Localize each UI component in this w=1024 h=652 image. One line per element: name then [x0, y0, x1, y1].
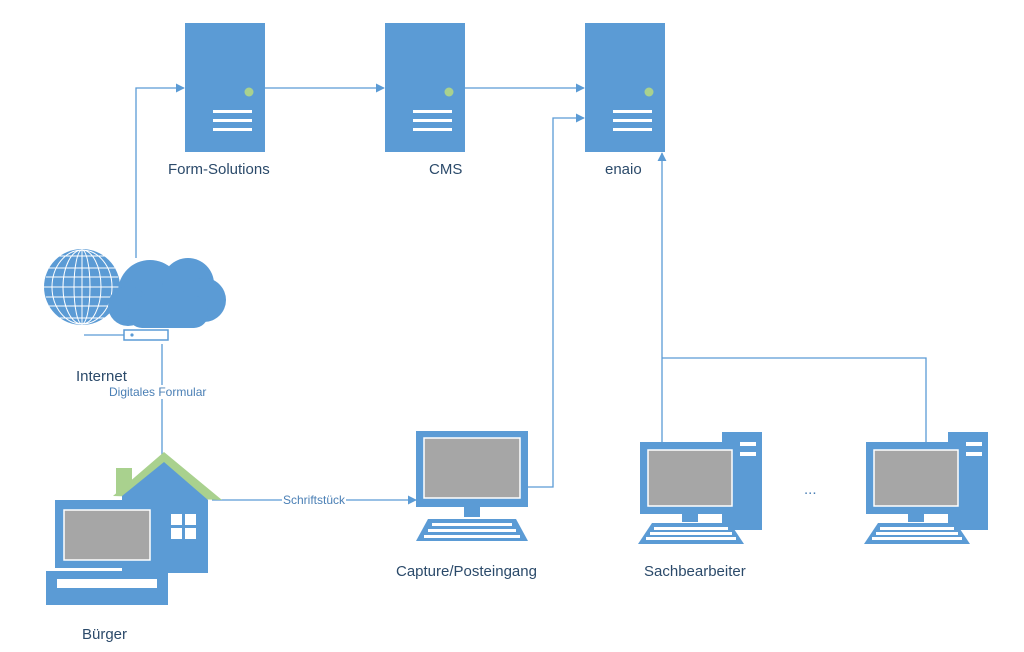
server-cms-icon — [385, 23, 465, 152]
label-enaio: enaio — [605, 161, 642, 178]
label-cms: CMS — [429, 161, 463, 178]
edge-internet-to-form-solutions — [135, 83, 185, 258]
server-form-solutions-icon — [185, 23, 265, 152]
server-enaio-icon — [585, 23, 665, 152]
edge-label-digitales-formular: Digitales Formular — [108, 385, 208, 399]
capture-computer-icon — [416, 431, 528, 541]
edge-capture-to-enaio — [528, 113, 585, 488]
workstation-1-icon — [638, 432, 762, 544]
workstation-2-icon — [864, 432, 988, 544]
ellipsis-more-workstations: ... — [804, 481, 817, 498]
edge-label-schriftstueck: Schriftstück — [282, 493, 347, 507]
label-form-solutions: Form-Solutions — [168, 161, 270, 178]
laptop-icon — [46, 500, 168, 605]
globe-icon — [44, 249, 120, 325]
label-internet: Internet — [76, 368, 127, 385]
label-capture: Capture/Posteingang — [396, 563, 537, 580]
label-buerger: Bürger — [82, 626, 128, 643]
connectors — [135, 83, 927, 505]
label-sachbearbeiter: Sachbearbeiter — [644, 563, 746, 580]
edge-sachbearbeiter2-join — [662, 357, 927, 442]
modem-icon — [84, 329, 169, 341]
cloud-icon — [108, 258, 226, 328]
